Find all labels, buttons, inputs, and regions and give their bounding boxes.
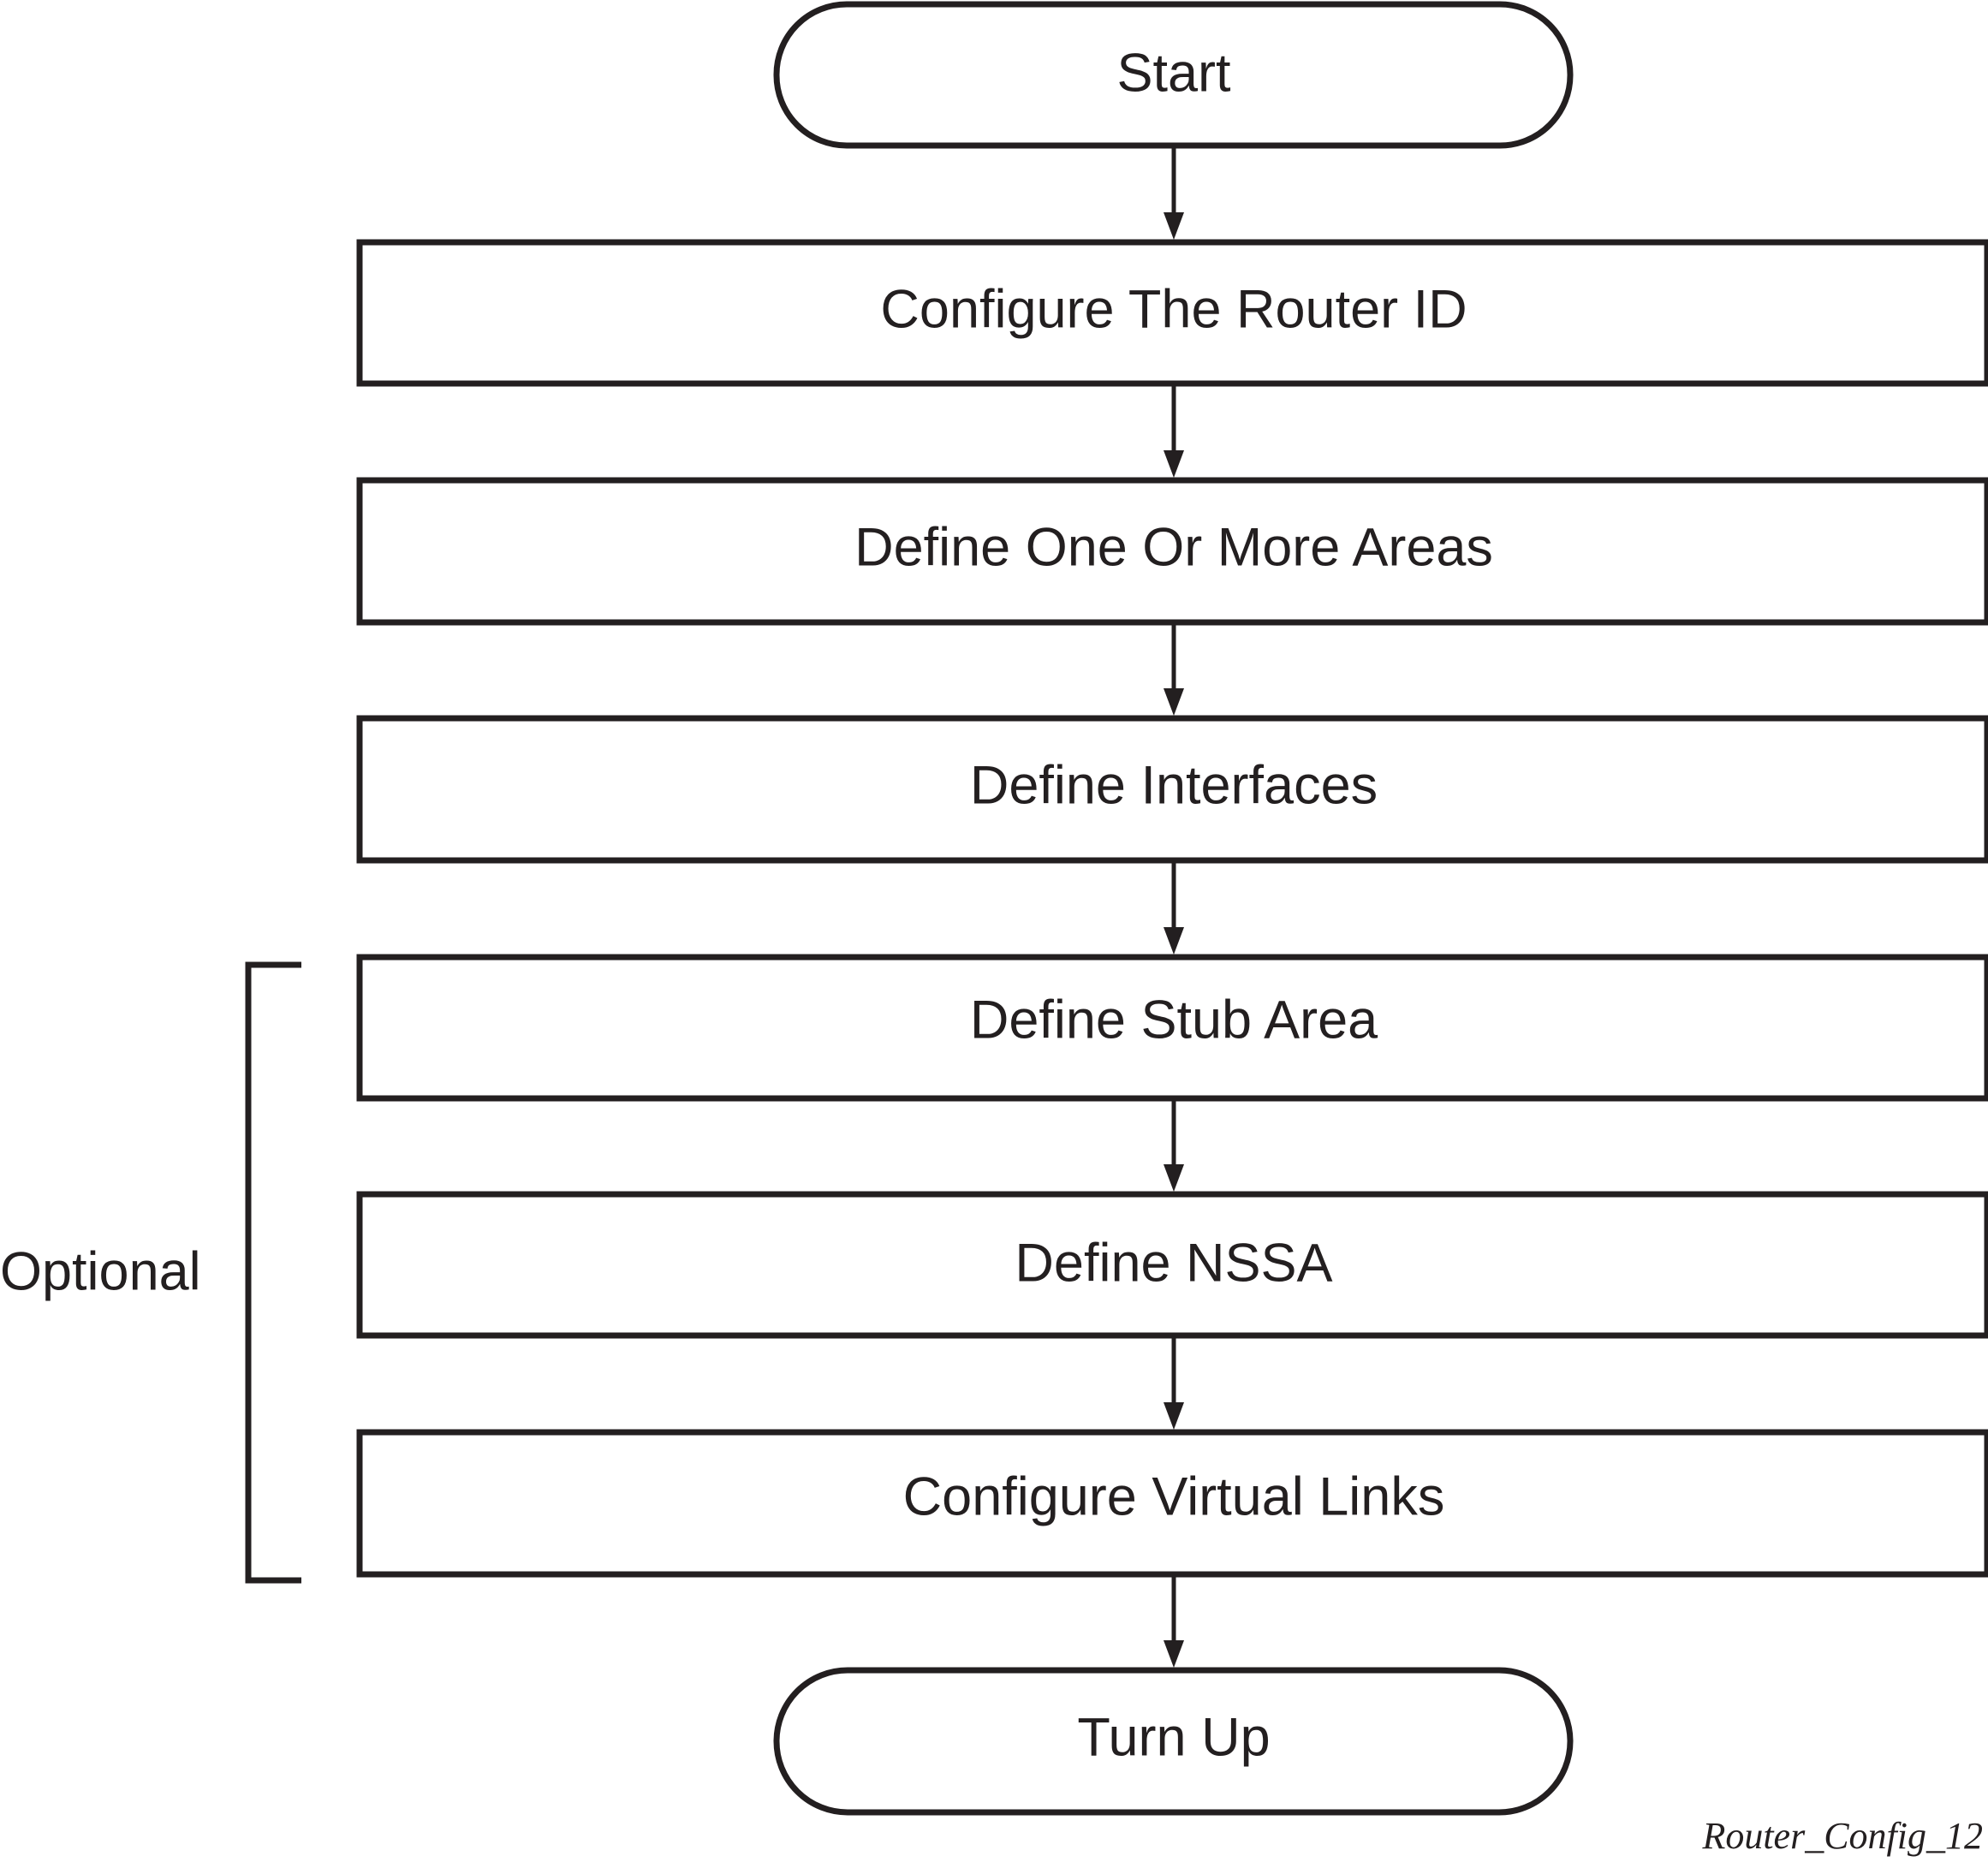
start-label: Start xyxy=(1116,44,1231,104)
end-label: Turn Up xyxy=(1077,1708,1270,1768)
step-5-label: Define NSSA xyxy=(1015,1234,1332,1294)
optional-bracket xyxy=(245,961,301,1584)
step-3-label: Define Interfaces xyxy=(970,756,1378,816)
connectors xyxy=(1164,147,1184,1668)
arrow-step-6-to-end xyxy=(1164,1576,1184,1668)
process-step-5: Define NSSA xyxy=(356,1191,1988,1339)
process-step-1: Configure The Router ID xyxy=(356,239,1988,387)
step-6-label: Configure Virtual Links xyxy=(903,1467,1445,1527)
arrow-step-4-to-step-5 xyxy=(1164,1100,1184,1192)
arrow-start-to-step-1 xyxy=(1164,147,1184,240)
step-2-label: Define One Or More Areas xyxy=(854,518,1493,578)
figure-caption: Router_Config_12 xyxy=(1701,1815,1983,1857)
step-4-label: Define Stub Area xyxy=(970,990,1378,1050)
process-step-6: Configure Virtual Links xyxy=(356,1429,1988,1578)
arrow-step-1-to-step-2 xyxy=(1164,385,1184,478)
process-step-3: Define Interfaces xyxy=(356,715,1988,864)
step-1-label: Configure The Router ID xyxy=(880,280,1467,340)
arrow-step-2-to-step-3 xyxy=(1164,624,1184,716)
arrow-step-3-to-step-4 xyxy=(1164,862,1184,955)
start-terminator: Start xyxy=(773,1,1574,149)
process-step-4: Define Stub Area xyxy=(356,954,1988,1102)
optional-label: Optional xyxy=(0,1242,201,1302)
process-step-2: Define One Or More Areas xyxy=(356,477,1988,626)
arrow-step-5-to-step-6 xyxy=(1164,1337,1184,1430)
end-terminator: Turn Up xyxy=(773,1667,1574,1816)
